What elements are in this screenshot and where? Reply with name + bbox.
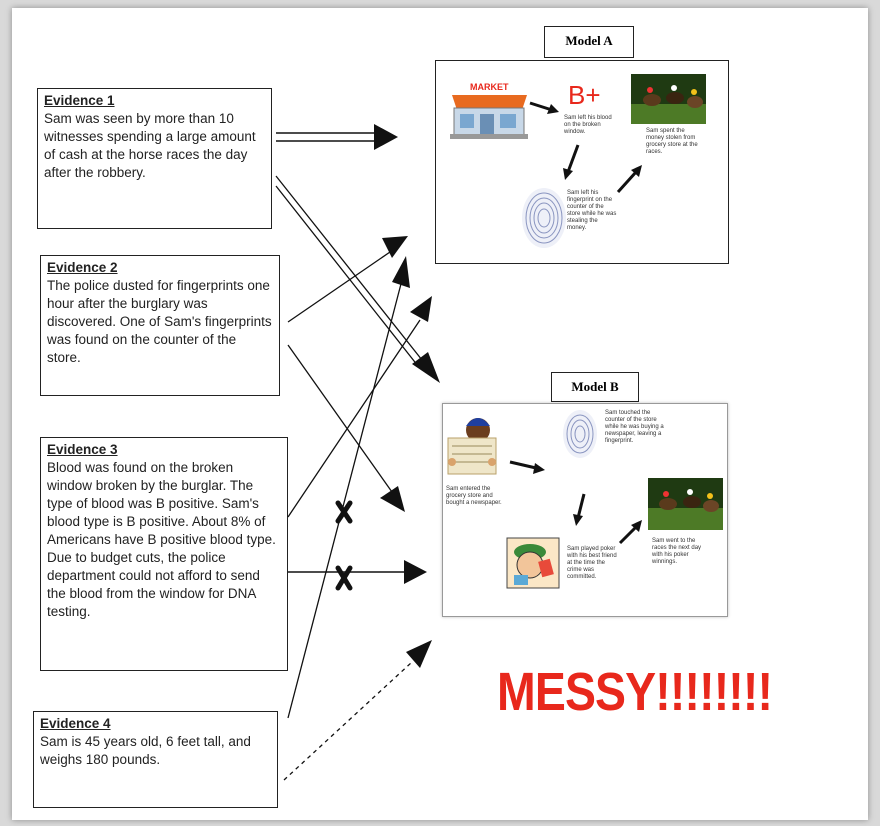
model-b-label: Model B <box>551 372 639 402</box>
arrow-e4-dashed-to-model-b <box>283 640 432 781</box>
model-b-caption-races: Sam went to the races the next day with … <box>652 538 702 565</box>
newspaper-reader-icon <box>447 418 497 475</box>
evidence-2-text: The police dusted for fingerprints one h… <box>47 278 272 365</box>
horse-race-photo-icon <box>631 74 706 124</box>
evidence-2-box: Evidence 2 The police dusted for fingerp… <box>40 255 280 396</box>
arrow-e3-to-model-a <box>287 296 432 518</box>
arrow-e1-to-model-a <box>276 124 398 150</box>
evidence-3-title: Evidence 3 <box>47 442 118 457</box>
model-a-caption-blood: Sam left his blood on the broken window. <box>564 115 612 135</box>
poker-player-icon <box>506 537 560 589</box>
cross-mark-1 <box>335 500 353 524</box>
model-b-caption-poker: Sam played poker with his best friend at… <box>567 546 617 580</box>
evidence-1-title: Evidence 1 <box>44 93 115 108</box>
messy-label: MESSY!!!!!!!! <box>497 662 773 722</box>
evidence-3-box: Evidence 3 Blood was found on the broken… <box>40 437 288 671</box>
evidence-1-text: Sam was seen by more than 10 witnesses s… <box>44 111 256 180</box>
model-a-flow-arrows <box>529 101 642 194</box>
arrow-e2-to-model-b <box>287 344 405 512</box>
evidence-4-title: Evidence 4 <box>40 716 111 731</box>
model-b-caption-fingerprint: Sam touched the counter of the store whi… <box>605 410 664 444</box>
arrow-e3-to-model-b <box>288 560 427 584</box>
evidence-3-text: Blood was found on the broken window bro… <box>47 460 276 619</box>
model-a-market-sign: MARKET <box>470 82 509 92</box>
model-a-label: Model A <box>544 26 634 58</box>
model-b-caption-newspaper: Sam entered the grocery store and bought… <box>446 486 502 506</box>
arrow-e2-to-model-a <box>287 236 408 323</box>
fingerprint-b-icon <box>563 410 597 458</box>
evidence-1-box: Evidence 1 Sam was seen by more than 10 … <box>37 88 272 229</box>
model-a-blood-type: B+ <box>568 80 601 110</box>
evidence-2-title: Evidence 2 <box>47 260 118 275</box>
evidence-4-text: Sam is 45 years old, 6 feet tall, and we… <box>40 734 251 767</box>
model-a-caption-races: Sam spent the money stolen from grocery … <box>646 128 698 155</box>
horse-race-b-photo-icon <box>648 478 723 530</box>
arrow-e4-to-model-a <box>287 256 410 719</box>
arrow-e1-to-model-b <box>275 175 440 383</box>
model-b-flow-arrows <box>509 460 642 545</box>
cross-mark-2 <box>335 565 353 591</box>
market-store-icon <box>450 95 528 139</box>
fingerprint-icon <box>522 188 566 248</box>
model-a-caption-fingerprint: Sam left his fingerprint on the counter … <box>567 190 617 231</box>
evidence-4-box: Evidence 4 Sam is 45 years old, 6 feet t… <box>33 711 278 808</box>
